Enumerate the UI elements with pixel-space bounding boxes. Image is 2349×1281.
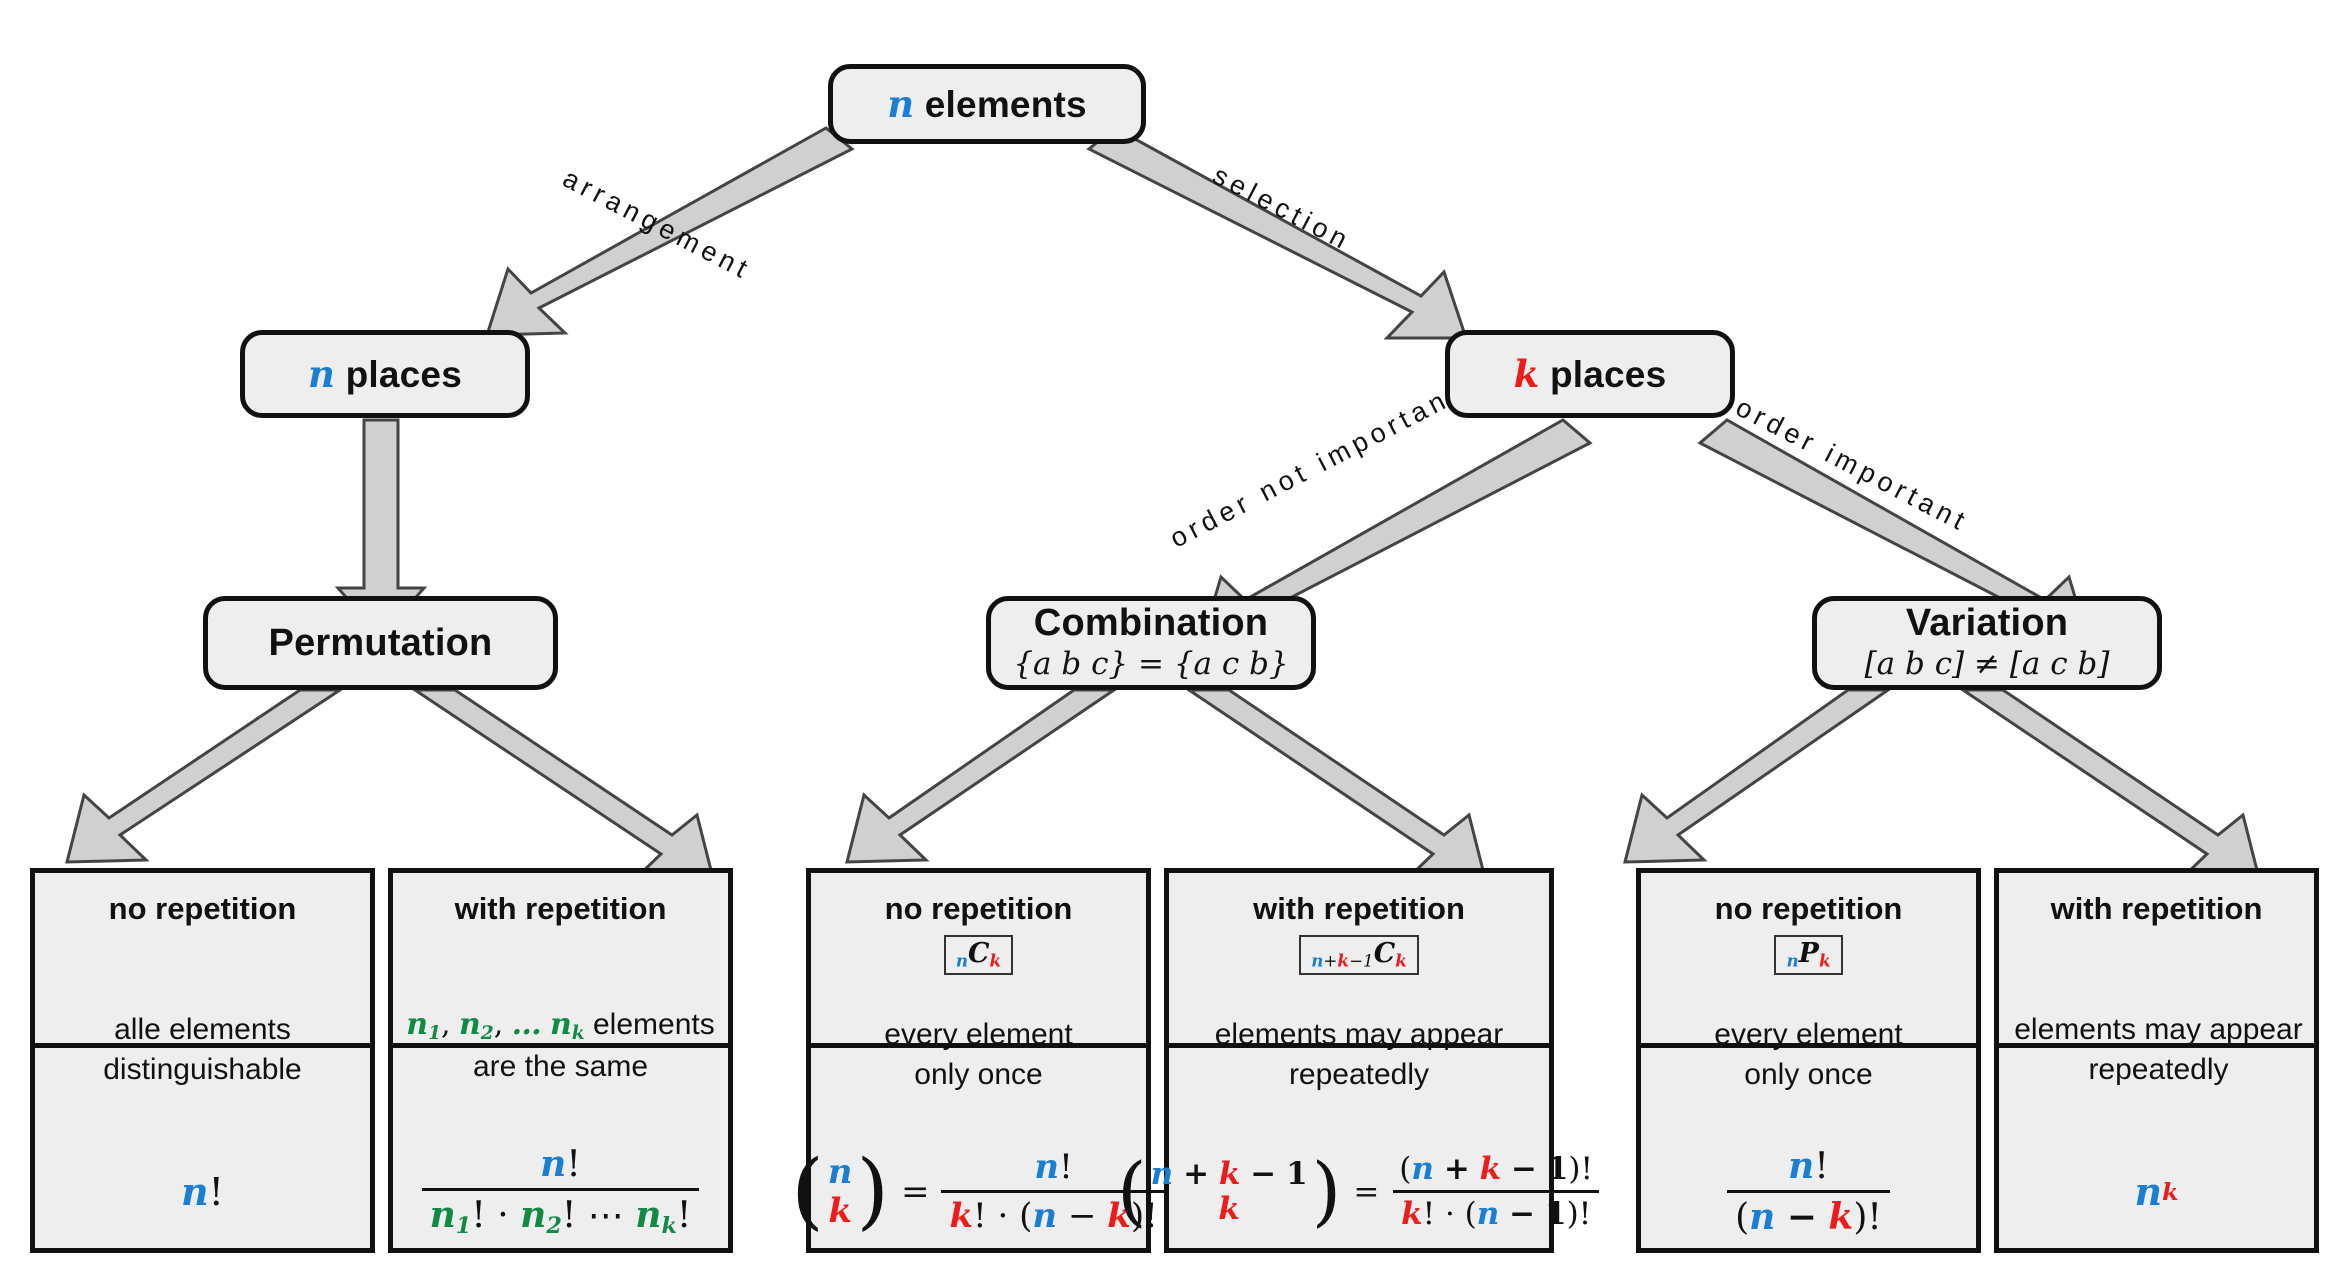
var-k-exponent: k [2162, 1177, 2179, 1206]
leaf-comb-no-repetition-formula: ( n k ) = n! k! · (n − k)! [791, 1130, 1166, 1253]
node-variation-title: Variation [1905, 602, 2069, 645]
leaf-var-no-repetition-desc: every element only once [1714, 1018, 1903, 1092]
numerator: n! [1034, 1147, 1073, 1187]
var-n: n [308, 352, 336, 396]
denominator: n1! · n2! ⋯ nk! [421, 1188, 700, 1240]
fraction: n! k! · (n − k)! [941, 1147, 1166, 1236]
leaf-perm-no-repetition-desc: alle elements distinguishable [103, 1013, 302, 1086]
numerator: (n + k − 1)! [1399, 1151, 1593, 1187]
node-k-places[interactable]: k places [1445, 330, 1735, 418]
var-n: n [181, 1169, 209, 1214]
node-combination[interactable]: Combination {a b c} = {a c b} [986, 596, 1316, 690]
leaf-heading: no repetition [884, 891, 1073, 926]
leaf-perm-with-repetition-top: with repetition [393, 873, 728, 1048]
fraction: (n + k − 1)! k! · (n − 1)! [1391, 1151, 1601, 1232]
leaf-var-with-repetition-top: with repetition [1999, 873, 2314, 1048]
node-variation-note: [a b c] ≠ [a c b] [1864, 645, 2110, 682]
leaf-heading: with repetition [1253, 891, 1465, 926]
symbol-nCk: nCk [943, 935, 1014, 976]
node-permutation[interactable]: Permutation [203, 596, 558, 690]
node-variation[interactable]: Variation [a b c] ≠ [a c b] [1812, 596, 2162, 690]
arrow-comb-with-repetition [1184, 688, 1488, 884]
leaf-var-with-repetition-desc: elements may appear repeatedly [2014, 1013, 2303, 1087]
arrow-comb-no-repetition [845, 688, 1119, 864]
binomial-coefficient: ( n k ) [791, 1142, 889, 1240]
denominator: k! · (n − 1)! [1393, 1190, 1600, 1232]
leaf-heading: with repetition [2050, 891, 2263, 926]
leaf-var-no-repetition-formula: n! (n − k)! [1636, 1130, 1981, 1253]
var-n2: n2 [458, 1007, 494, 1045]
arrow-var-with-repetition [1958, 688, 2262, 884]
leaf-comb-with-repetition-top: with repetition n+k−1Ck [1169, 873, 1549, 1048]
node-n-elements[interactable]: n elements [828, 64, 1146, 144]
var-n1: n1 [406, 1007, 442, 1045]
arrow-perm-with-repetition [410, 688, 716, 884]
numerator: n! [540, 1143, 581, 1186]
leaf-perm-with-repetition-desc: n1, n2, … nk elements are the same [406, 1007, 715, 1084]
fraction: n! n1! · n2! ⋯ nk! [421, 1143, 700, 1240]
var-n: n [887, 82, 915, 126]
leaf-var-no-repetition[interactable]: no repetition nPk [1636, 868, 1981, 1253]
node-k-places-label: k places [1513, 352, 1667, 396]
symbol-nPk: nPk [1774, 935, 1843, 976]
binomial-coefficient: ( n + k − 1 k ) [1117, 1146, 1342, 1235]
leaf-comb-with-repetition[interactable]: with repetition n+k−1Ck [1164, 868, 1554, 1253]
leaf-heading: no repetition [1714, 891, 1903, 926]
var-nk: nk [549, 1007, 585, 1045]
node-combination-note: {a b c} = {a c b} [1013, 645, 1289, 682]
node-n-places-label: n places [308, 352, 462, 396]
denominator: (n − k)! [1727, 1190, 1890, 1238]
leaf-desc-word: elements [592, 1008, 715, 1041]
leaf-comb-with-repetition-formula: ( n + k − 1 k ) = (n + k − 1)! k! · (n −… [1117, 1130, 1600, 1253]
equals-sign: = [900, 1171, 930, 1212]
leaf-comb-no-repetition[interactable]: no repetition nCk [806, 868, 1151, 1253]
node-n-elements-label: n elements [887, 82, 1087, 126]
leaf-comb-with-repetition-desc: elements may appear repeatedly [1214, 1018, 1504, 1092]
leaf-comb-no-repetition-desc: every element only once [884, 1018, 1073, 1092]
ellipsis: … [511, 1007, 542, 1042]
arrow-arrangement [484, 126, 855, 337]
leaf-perm-with-repetition-formula: n! n1! · n2! ⋯ nk! [388, 1130, 733, 1253]
leaf-perm-no-repetition[interactable]: no repetition [30, 868, 375, 1253]
leaf-heading: with repetition [454, 891, 667, 926]
leaf-perm-no-repetition-formula: n! [30, 1130, 375, 1253]
fraction: n! (n − k)! [1727, 1145, 1890, 1238]
var-n: n [2134, 1169, 2163, 1214]
var-k: k [1513, 352, 1540, 396]
numerator: n! [1788, 1145, 1829, 1187]
leaf-var-with-repetition[interactable]: with repetition [1994, 868, 2319, 1253]
leaf-var-no-repetition-top: no repetition nPk [1641, 873, 1976, 1048]
denominator: k! · (n − k)! [941, 1190, 1166, 1236]
symbol-n-plus-k-minus-1-C-k: n+k−1Ck [1299, 935, 1419, 976]
node-combination-title: Combination [1033, 602, 1269, 645]
leaf-perm-no-repetition-top: no repetition [35, 873, 370, 1048]
arrow-selection [1086, 126, 1469, 340]
arrow-perm-no-repetition [65, 688, 346, 864]
node-permutation-title: Permutation [268, 621, 493, 664]
leaf-heading: no repetition [108, 891, 297, 926]
factorial-sign: ! [208, 1169, 224, 1214]
arrow-var-no-repetition [1623, 688, 1893, 864]
leaf-comb-no-repetition-top: no repetition nCk [811, 873, 1146, 1048]
node-n-places[interactable]: n places [240, 330, 530, 418]
equals-sign: = [1353, 1173, 1380, 1210]
